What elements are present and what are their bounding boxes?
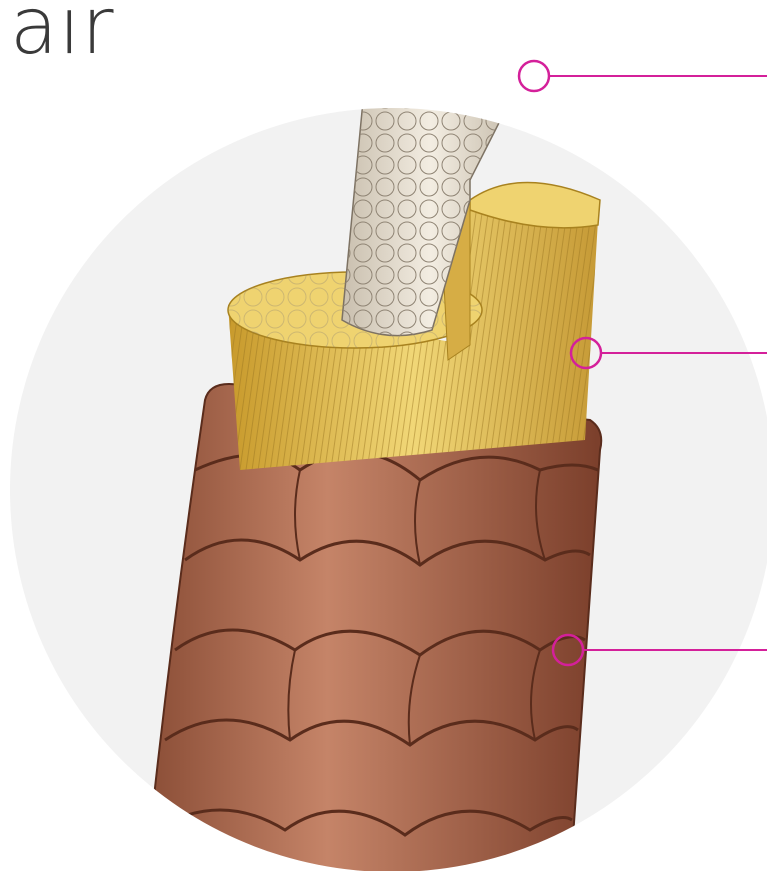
callout-marker — [519, 61, 549, 91]
callout-medulla[interactable] — [519, 61, 767, 91]
